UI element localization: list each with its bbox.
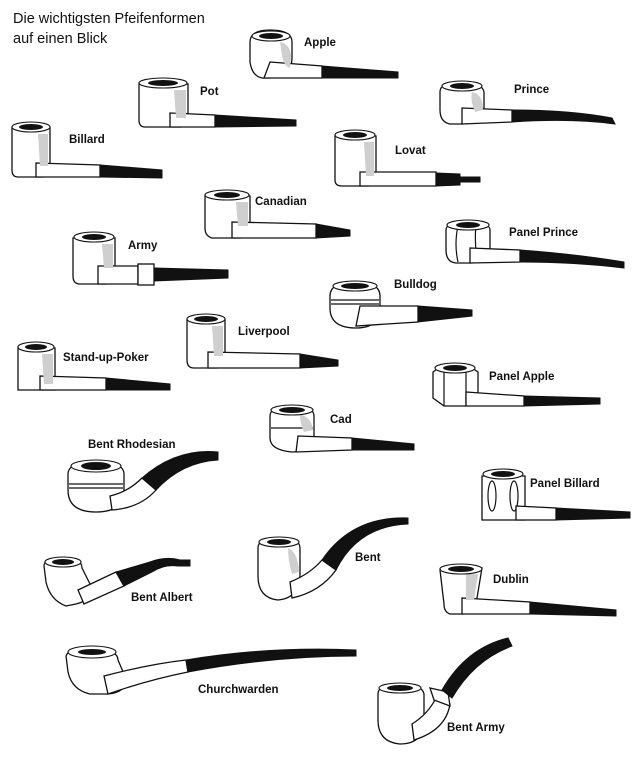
page-title: Die wichtigsten Pfeifenformen auf einen …: [13, 11, 205, 47]
label-stand-up-poker: Stand-up-Poker: [63, 352, 149, 364]
label-liverpool: Liverpool: [238, 326, 290, 338]
label-bent-rhodesian: Bent Rhodesian: [88, 439, 176, 451]
label-apple: Apple: [304, 37, 336, 49]
label-prince: Prince: [514, 84, 550, 96]
pipe-bent-albert-illustration: [43, 556, 191, 607]
pipe-panel-apple-illustration: [432, 362, 601, 407]
label-pot: Pot: [200, 86, 219, 98]
pipe-billard-illustration: [11, 121, 163, 179]
label-bent-army: Bent Army: [447, 722, 505, 734]
label-churchwarden: Churchwarden: [198, 684, 279, 696]
label-panel-billard: Panel Billard: [530, 478, 600, 490]
pipe-bent-army-illustration: [377, 637, 513, 745]
label-bent-albert: Bent Albert: [131, 592, 193, 604]
pipe-stand-up-poker-illustration: [17, 341, 171, 391]
label-dublin: Dublin: [493, 574, 529, 586]
pipe-bent-rhodesian-illustration: [67, 451, 219, 513]
pipe-canadian-illustration: [204, 189, 351, 239]
pipe-prince-illustration: [439, 80, 616, 125]
label-lovat: Lovat: [395, 145, 426, 157]
pipe-dublin-illustration: [439, 563, 617, 617]
pipe-lovat-illustration: [334, 129, 481, 187]
label-billard: Billard: [69, 134, 105, 146]
pipe-army-illustration: [72, 231, 229, 286]
label-canadian: Canadian: [255, 196, 307, 208]
pipe-cad-illustration: [269, 404, 415, 453]
pipe-panel-billard-illustration: [481, 468, 631, 521]
pipe-panel-prince-illustration: [445, 219, 625, 269]
pipe-bulldog-illustration: [329, 280, 473, 329]
label-bulldog: Bulldog: [394, 279, 437, 291]
pipe-bent-illustration: [257, 517, 409, 601]
pipe-apple-illustration: [249, 29, 399, 79]
pipe-churchwarden-illustration: [65, 645, 357, 695]
pipe-pot-illustration: [138, 77, 297, 128]
label-panel-apple: Panel Apple: [489, 371, 555, 383]
pipe-liverpool-illustration: [186, 313, 339, 369]
label-cad: Cad: [330, 414, 352, 426]
label-bent: Bent: [355, 552, 381, 564]
label-army: Army: [128, 240, 158, 252]
label-panel-prince: Panel Prince: [509, 227, 579, 239]
